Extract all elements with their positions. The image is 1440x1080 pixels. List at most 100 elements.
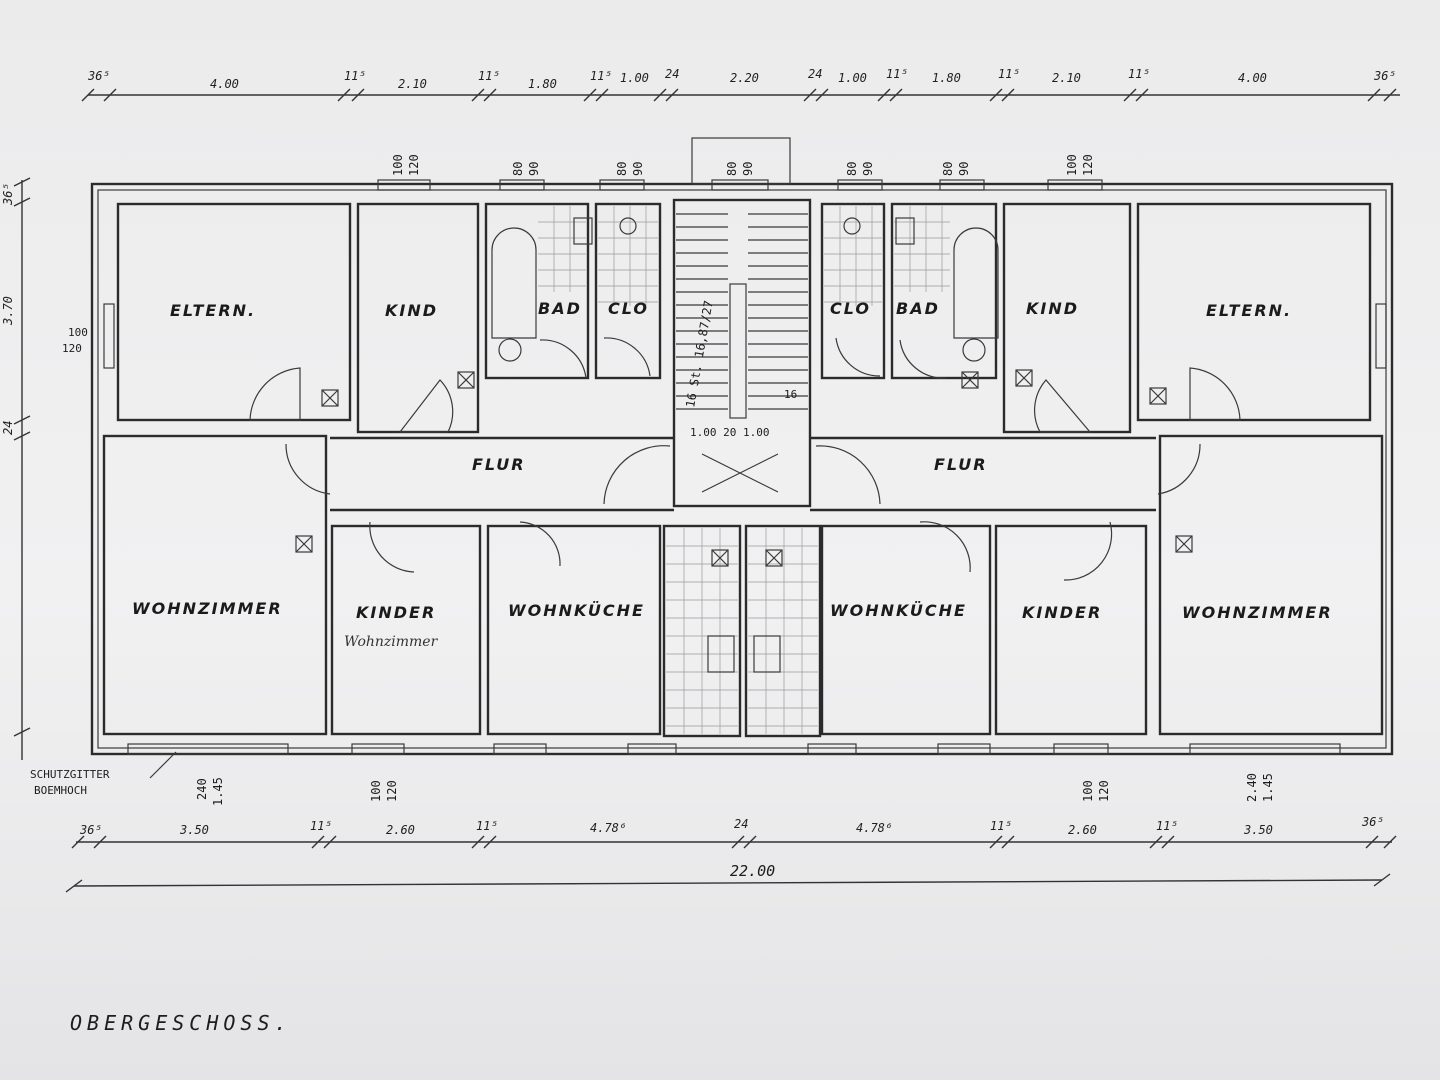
dimension-tick bbox=[889, 88, 903, 102]
dim-bottom-4: 11⁵ bbox=[476, 819, 498, 833]
balcony-note-line2: BOEMHOCH bbox=[34, 784, 87, 797]
left-dimension-chain: 36⁵ 3.70 24 bbox=[1, 177, 31, 760]
ventilation-shafts bbox=[295, 369, 1193, 567]
dim-top-13: 1.80 bbox=[932, 71, 961, 85]
win-label-h1: 100 bbox=[68, 326, 88, 339]
win-label-l1: 2.40 bbox=[1245, 773, 1259, 802]
dimension-tick bbox=[337, 88, 351, 102]
vent-box bbox=[1175, 535, 1193, 553]
dim-top-11: 1.00 bbox=[838, 71, 867, 85]
bathtub-left bbox=[491, 227, 537, 339]
dimension-tick bbox=[1161, 835, 1175, 849]
dim-bottom-9: 2.60 bbox=[1068, 823, 1097, 837]
win-label-d2: 90 bbox=[741, 162, 755, 176]
dimension-tick bbox=[731, 835, 745, 849]
dim-bottom-10: 11⁵ bbox=[1156, 819, 1178, 833]
vent-cross bbox=[711, 549, 729, 567]
vent-box bbox=[961, 371, 979, 389]
room-label-kinder-right: KINDER bbox=[1022, 603, 1102, 622]
interior-walls bbox=[102, 198, 1384, 738]
win-label-f2: 90 bbox=[957, 162, 971, 176]
win-label-l2: 1.45 bbox=[1261, 773, 1275, 802]
dim-bottom-8: 11⁵ bbox=[990, 819, 1012, 833]
room-label-bad-left: BAD bbox=[538, 299, 582, 318]
win-label-k1: 100 bbox=[1081, 780, 1095, 802]
dimension-tick bbox=[1383, 835, 1397, 849]
win-label-i1: 240 bbox=[195, 778, 209, 800]
win-label-i2: 1.45 bbox=[211, 777, 225, 806]
win-label-e2: 90 bbox=[861, 162, 875, 176]
stair-landing-note: 1.00 20 1.00 bbox=[690, 426, 769, 439]
dimension-tick bbox=[351, 88, 365, 102]
dimension-tick bbox=[877, 88, 891, 102]
room-label-wohnkueche-right: WOHNKÜCHE bbox=[830, 601, 967, 620]
dim-top-6: 11⁵ bbox=[590, 69, 612, 83]
dimension-tick bbox=[1367, 88, 1381, 102]
dim-top-9: 2.20 bbox=[730, 71, 759, 85]
win-label-a2: 120 bbox=[407, 154, 421, 176]
win-label-c1: 80 bbox=[615, 162, 629, 176]
dimension-tick bbox=[311, 835, 325, 849]
building-outline bbox=[90, 137, 1394, 756]
dim-top-3: 2.10 bbox=[398, 77, 427, 91]
vent-cross bbox=[295, 535, 313, 553]
dim-bottom-12: 36⁵ bbox=[1361, 815, 1384, 829]
stair-treads bbox=[676, 213, 808, 410]
dim-bottom-3: 2.60 bbox=[386, 823, 415, 837]
bottom-dimension-chain: 36⁵ 3.50 11⁵ 2.60 11⁵ 4.78⁶ 24 4.78⁶ 11⁵… bbox=[65, 815, 1397, 893]
dimension-tick bbox=[81, 88, 95, 102]
dimension-tick bbox=[803, 88, 817, 102]
dimension-tick bbox=[665, 88, 679, 102]
room-label-wohnzimmer-left: WOHNZIMMER bbox=[132, 599, 283, 618]
room-label-wohnzimmer-right: WOHNZIMMER bbox=[1182, 603, 1333, 622]
dimension-tick bbox=[1001, 835, 1015, 849]
drawing-title: OBERGESCHOSS. bbox=[70, 1011, 292, 1035]
dimension-tick bbox=[1383, 88, 1397, 102]
dimension-tick bbox=[743, 835, 757, 849]
dim-top-0: 36⁵ bbox=[87, 69, 110, 83]
dimension-tick bbox=[93, 835, 107, 849]
dim-top-17: 4.00 bbox=[1238, 71, 1267, 85]
dim-left-1: 3.70 bbox=[1, 296, 15, 326]
dim-bottom-5: 4.78⁶ bbox=[590, 821, 626, 835]
vent-cross bbox=[1175, 535, 1193, 553]
dimension-tick bbox=[653, 88, 667, 102]
dimension-tick bbox=[1123, 88, 1137, 102]
window-labels: 100 120 80 90 80 90 80 90 80 90 80 90 10… bbox=[62, 154, 1275, 806]
dimension-tick bbox=[71, 835, 85, 849]
door-swings bbox=[249, 337, 1241, 581]
room-label-flur-right: FLUR bbox=[934, 455, 988, 474]
vent-cross bbox=[765, 549, 783, 567]
vent-box bbox=[1015, 369, 1033, 387]
dim-bottom-11: 3.50 bbox=[1243, 823, 1273, 837]
win-label-f1: 80 bbox=[941, 162, 955, 176]
dim-left-0: 36⁵ bbox=[1, 183, 15, 206]
room-label-bad-right: BAD bbox=[896, 299, 940, 318]
dimension-tick bbox=[483, 88, 497, 102]
room-label-eltern-right: ELTERN. bbox=[1206, 301, 1292, 320]
handwritten-note: Wohnzimmer bbox=[344, 634, 439, 650]
win-label-j2: 120 bbox=[385, 780, 399, 802]
dim-left-2: 24 bbox=[1, 421, 15, 435]
dimension-tick bbox=[583, 88, 597, 102]
room-labels: ELTERN. KIND BAD CLO CLO BAD KIND ELTERN… bbox=[132, 299, 1333, 650]
win-label-j1: 100 bbox=[369, 780, 383, 802]
dimension-tick bbox=[471, 835, 485, 849]
dim-bottom-2: 11⁵ bbox=[310, 819, 332, 833]
dimension-tick bbox=[483, 835, 497, 849]
windows bbox=[103, 179, 1387, 755]
win-label-h2: 120 bbox=[62, 342, 82, 355]
dimension-tick bbox=[989, 835, 1003, 849]
dim-bottom-6: 24 bbox=[734, 817, 748, 831]
dim-top-4: 11⁵ bbox=[478, 69, 500, 83]
dimension-tick bbox=[1149, 835, 1163, 849]
balcony-note: SCHUTZGITTER BOEMHOCH bbox=[30, 751, 177, 797]
stair-steps-note: 16 St. 16,87/27 bbox=[683, 299, 716, 408]
stair-step-count: 16 bbox=[784, 388, 797, 401]
dim-top-5: 1.80 bbox=[528, 77, 557, 91]
win-label-e1: 80 bbox=[845, 162, 859, 176]
dimension-tick bbox=[1135, 88, 1149, 102]
win-label-b2: 90 bbox=[527, 162, 541, 176]
win-label-a1: 100 bbox=[391, 154, 405, 176]
